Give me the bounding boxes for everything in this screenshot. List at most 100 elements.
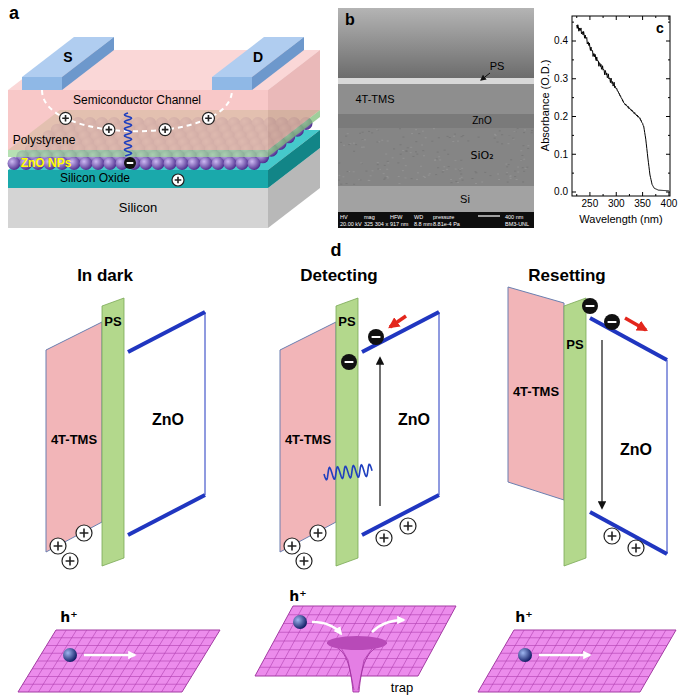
sem-texture (416, 179, 418, 180)
plus-sign (106, 126, 113, 133)
panel-heading: In dark (77, 266, 133, 286)
node-text: PS (566, 338, 583, 353)
sem-texture (447, 154, 449, 155)
sem-texture (505, 164, 507, 165)
dielectric-band-shape (336, 298, 358, 566)
tick-mark (668, 135, 670, 136)
sem-texture (442, 171, 444, 172)
sem-texture (452, 141, 454, 142)
charge-label: h⁺ (60, 609, 77, 625)
grid-line (286, 606, 324, 676)
hole-symbol (76, 525, 92, 541)
plus-sign (380, 534, 389, 543)
sem-texture (447, 136, 449, 137)
grid-line (620, 630, 656, 692)
tick-mark (666, 78, 670, 79)
grid-line (39, 630, 77, 692)
plus-sign (175, 177, 182, 184)
excitation-arrow (379, 358, 380, 506)
band-edge (205, 312, 206, 495)
sem-texture (387, 161, 389, 162)
sem-texture (517, 128, 519, 129)
sem-texture (453, 136, 455, 137)
charge-label: h⁺ (515, 609, 532, 625)
grid-line (519, 630, 555, 692)
grid-line (49, 630, 87, 692)
sem-texture (448, 166, 450, 167)
scale-bar (478, 215, 500, 216)
sem-texture (338, 175, 340, 176)
hole-symbol (604, 528, 620, 544)
tick-label: 0.0 (554, 186, 568, 198)
sem-texture (522, 167, 524, 168)
sem-texture (451, 182, 453, 183)
sem-texture (481, 181, 483, 182)
sem-texture (368, 180, 370, 181)
sem-texture (415, 151, 417, 152)
semiconductor-band-shape (46, 322, 102, 552)
sem-texture (377, 164, 379, 165)
panel-heading: Detecting (300, 266, 377, 286)
sem-texture (420, 166, 422, 167)
dielectric-band: PS (565, 337, 584, 354)
sem-info-bar (338, 212, 534, 228)
grid-line (162, 630, 200, 692)
tick-mark (572, 78, 576, 79)
sem-texture (457, 141, 459, 142)
semiconductor-band: 4T-TMS (284, 432, 332, 449)
motion-arrow (539, 654, 590, 657)
sem-texture (460, 160, 462, 161)
tick-mark (666, 154, 670, 155)
hole-symbol (310, 525, 326, 541)
grid-line (529, 630, 565, 692)
hole-symbol (202, 112, 214, 124)
hole-symbol (50, 538, 66, 554)
sem-info: pressure (433, 214, 454, 220)
sem-texture (400, 154, 402, 155)
sem-texture (517, 172, 519, 173)
sem-texture (370, 175, 372, 176)
hole-symbol (172, 174, 184, 186)
sem-texture (345, 136, 347, 137)
source-electrode: S (62, 48, 73, 66)
conduction-band (128, 312, 205, 352)
nanoparticle (224, 157, 237, 170)
sem-texture (462, 135, 464, 136)
grid-line (141, 630, 179, 692)
sem-texture (520, 160, 522, 161)
tick-mark (572, 116, 576, 117)
sem-background (338, 8, 534, 78)
transfer-arrow (390, 316, 406, 327)
grid-line (59, 630, 97, 692)
sem-texture (525, 168, 527, 169)
tick-label: 0.4 (554, 35, 568, 47)
axis-title: Absorbance (O.D.) (539, 59, 552, 151)
sem-texture (355, 144, 357, 145)
sem-texture (459, 169, 461, 170)
electron-symbol (604, 314, 620, 330)
sem-texture (526, 167, 528, 168)
sem-texture (496, 142, 498, 143)
sem-texture (442, 170, 444, 171)
hole-particle (518, 648, 532, 662)
sem-texture (385, 154, 387, 155)
grid-line (508, 630, 544, 692)
node-text: S (63, 49, 72, 65)
sem-texture (376, 130, 378, 131)
sem-texture (521, 155, 523, 156)
sem-texture (397, 162, 399, 163)
leader-arrow (481, 73, 490, 80)
nanoparticle-layer: ZnO NPs (20, 156, 73, 172)
plus-sign (54, 542, 63, 551)
zno-band: ZnO (619, 440, 653, 460)
band-diagrams (46, 287, 667, 569)
sem-texture (523, 132, 525, 133)
sem-texture (494, 138, 496, 139)
sem-texture (508, 134, 510, 135)
tick-mark (603, 194, 604, 196)
sem-texture (347, 171, 349, 172)
sem-texture (523, 171, 525, 172)
grid-line (569, 630, 605, 692)
nanoparticle (248, 157, 261, 170)
